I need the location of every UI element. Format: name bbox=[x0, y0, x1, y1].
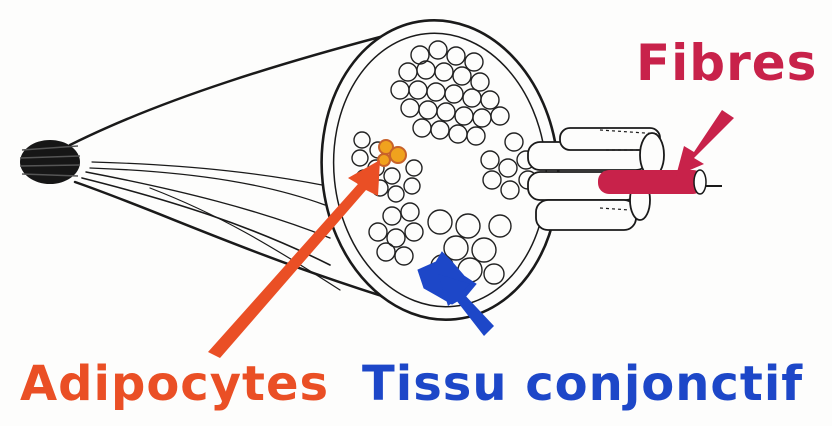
arrow-fibres bbox=[676, 110, 734, 176]
tissu-conjonctif-label: Tissu conjonctif bbox=[362, 360, 803, 408]
fibre-highlight bbox=[598, 170, 706, 194]
tendon bbox=[20, 140, 80, 184]
adipocytes-label: Adipocytes bbox=[20, 360, 329, 408]
fibres-label: Fibres bbox=[636, 38, 817, 88]
